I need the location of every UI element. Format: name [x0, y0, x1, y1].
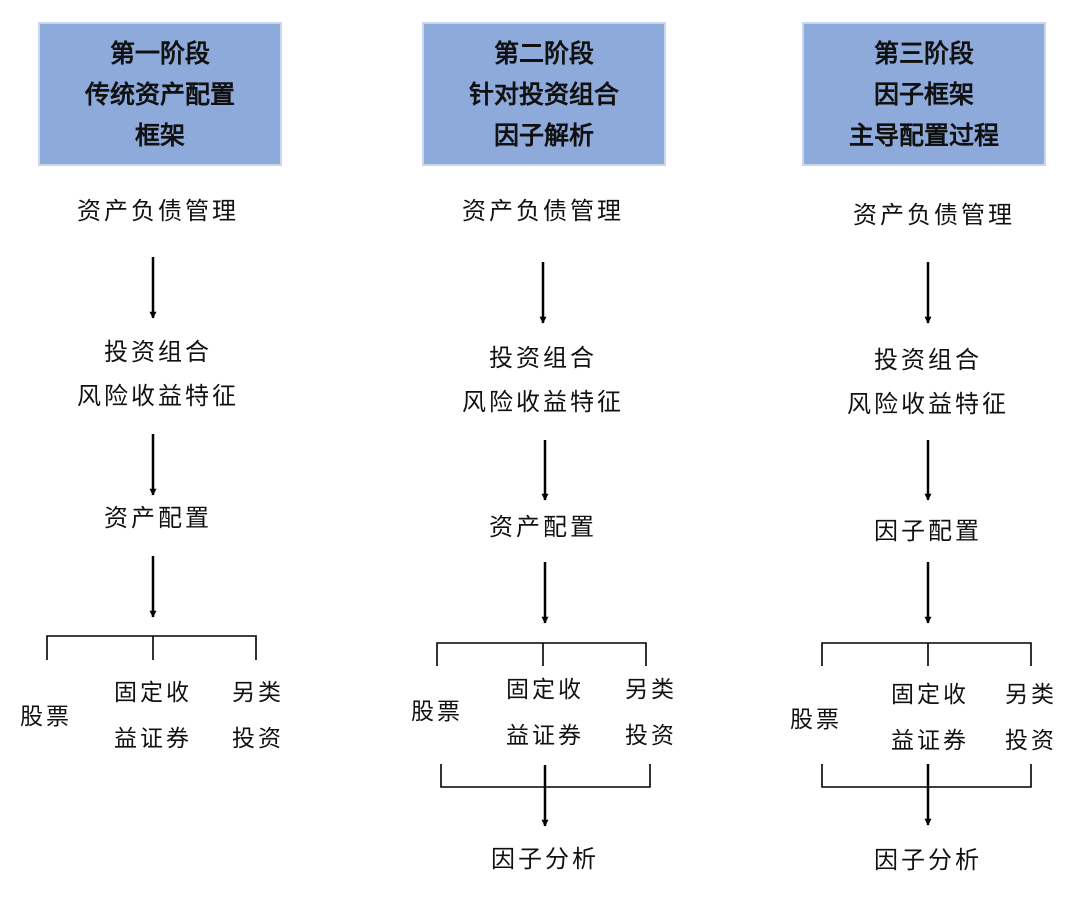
stage-1-leaf-stocks: 股票	[20, 704, 72, 730]
stage-3-leaf-stocks: 股票	[790, 707, 842, 733]
stage-3-leaf-alternatives: 另类 投资	[1005, 682, 1057, 754]
stage-1-subtitle: 传统资产配置	[84, 79, 235, 109]
stage-3-split-bracket	[821, 642, 1032, 666]
stage-2-subtitle: 针对投资组合	[468, 79, 619, 109]
stage-2-leaf-alternatives: 另类 投资	[625, 677, 677, 749]
stage-3-step-portfolio-risk-return: 投资组合 风险收益特征	[847, 346, 1009, 418]
stage-1-step-allocation: 资产配置	[104, 504, 212, 532]
stage-2-title: 第二阶段	[493, 38, 594, 68]
stage-3-subtitle-2: 主导配置过程	[848, 120, 999, 150]
stage-3-leaf-fixed-income: 固定收 益证券	[891, 682, 969, 754]
stage-2-result-factor-analysis: 因子分析	[491, 845, 599, 873]
stage-2-leaf-stocks: 股票	[411, 699, 463, 725]
stage-1-title: 第一阶段	[109, 38, 210, 68]
stage-2-header: 第二阶段 针对投资组合 因子解析	[422, 22, 666, 166]
stage-3-title: 第三阶段	[873, 38, 974, 68]
stage-3-subtitle: 因子框架	[873, 79, 974, 109]
stage-1-step-portfolio-risk-return: 投资组合 风险收益特征	[77, 338, 239, 410]
stage-3-step-liability-management: 资产负债管理	[853, 201, 1015, 229]
stage-2-merge-bracket	[440, 764, 651, 788]
stage-1-header: 第一阶段 传统资产配置 框架	[38, 22, 282, 166]
stage-1-split-bracket	[46, 635, 257, 660]
stage-1-leaf-alternatives: 另类 投资	[232, 680, 284, 752]
stage-2-step-allocation: 资产配置	[489, 513, 597, 541]
stage-1-step-liability-management: 资产负债管理	[77, 197, 239, 225]
stage-3-merge-bracket	[821, 764, 1032, 788]
stage-3-result-factor-analysis: 因子分析	[874, 846, 982, 874]
stage-2-step-portfolio-risk-return: 投资组合 风险收益特征	[462, 344, 624, 416]
stage-1-subtitle-2: 框架	[134, 120, 185, 150]
stage-2-leaf-fixed-income: 固定收 益证券	[506, 677, 584, 749]
stage-1-leaf-fixed-income: 固定收 益证券	[114, 680, 192, 752]
stage-2-step-liability-management: 资产负债管理	[462, 197, 624, 225]
stage-3-step-factor-allocation: 因子配置	[874, 517, 982, 545]
stage-2-split-bracket	[436, 642, 647, 666]
stage-3-header: 第三阶段 因子框架 主导配置过程	[802, 22, 1046, 166]
stage-2-subtitle-2: 因子解析	[493, 120, 594, 150]
